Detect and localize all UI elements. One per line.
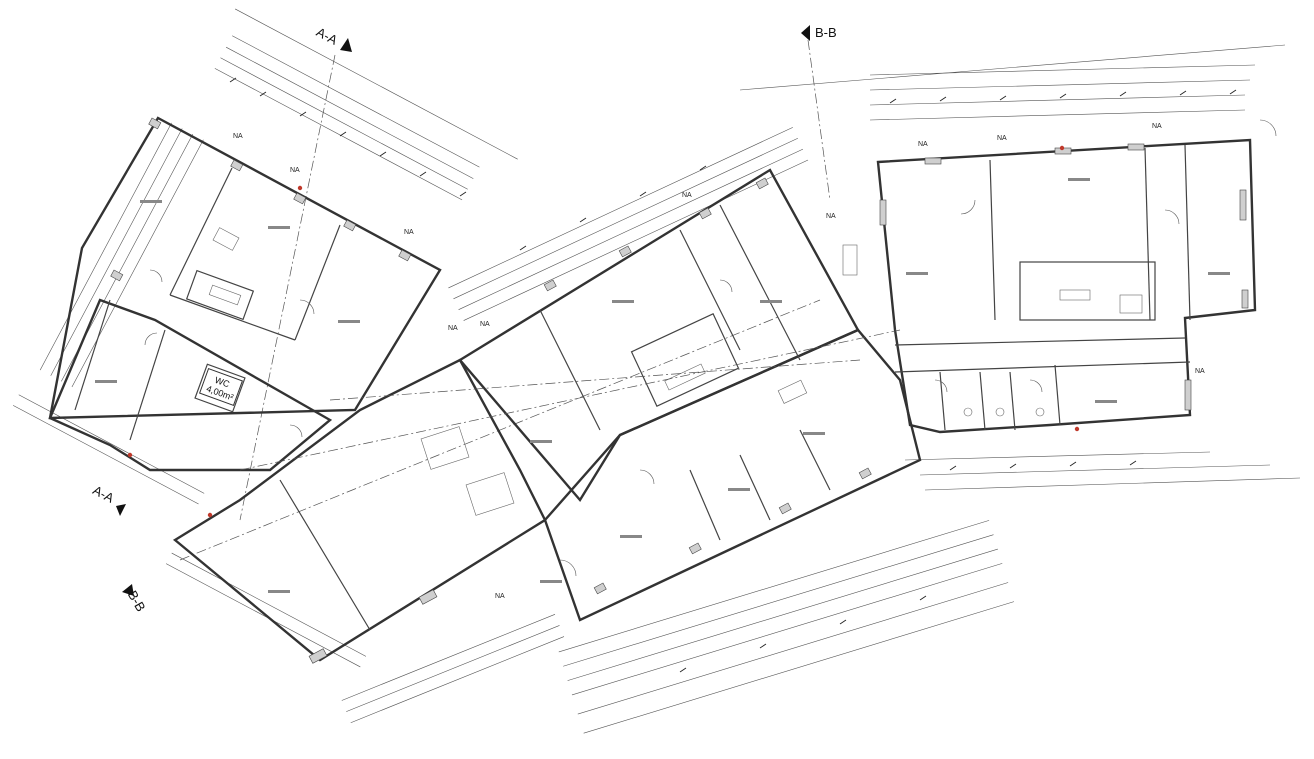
na-tag: NA — [480, 321, 490, 328]
wc-label: WC — [213, 375, 231, 390]
na-tag: NA — [233, 133, 243, 140]
section-mark-bb-left: B-B — [122, 584, 149, 614]
section-arrow-icon — [122, 584, 134, 596]
section-label: A-A — [90, 482, 116, 506]
section-axes — [179, 39, 831, 561]
na-tag: NA — [997, 135, 1007, 142]
na-tag: NA — [495, 593, 505, 600]
central-hall — [172, 358, 547, 664]
section-label: A-A — [314, 24, 340, 48]
section-label: B-B — [815, 25, 837, 40]
section-mark-aa-top: A-A — [314, 24, 352, 52]
na-tag: NA — [1195, 368, 1205, 375]
na-tag: NA — [682, 192, 692, 199]
na-tag: NA — [918, 141, 928, 148]
section-mark-aa-bottom: A-A — [90, 482, 126, 516]
na-tag: NA — [448, 325, 458, 332]
section-mark-bb-top: B-B — [801, 25, 837, 41]
markers — [127, 145, 1080, 518]
section-arrow-icon — [116, 504, 126, 516]
room-tags: NA NA NA NA NA NA NA NA NA NA NA NA WC 4… — [95, 123, 1230, 600]
left-wing — [48, 116, 442, 472]
room-annotations — [95, 178, 1230, 593]
na-tag: NA — [826, 213, 836, 220]
section-arrow-icon — [340, 38, 352, 52]
na-tag: NA — [1152, 123, 1162, 130]
na-tag: NA — [290, 167, 300, 174]
dimension-lines — [12, 8, 1301, 734]
section-arrow-icon — [801, 25, 810, 41]
right-wing — [876, 119, 1277, 434]
na-tag: NA — [404, 229, 414, 236]
middle-wing — [458, 168, 922, 622]
circulation-lines — [239, 329, 901, 471]
